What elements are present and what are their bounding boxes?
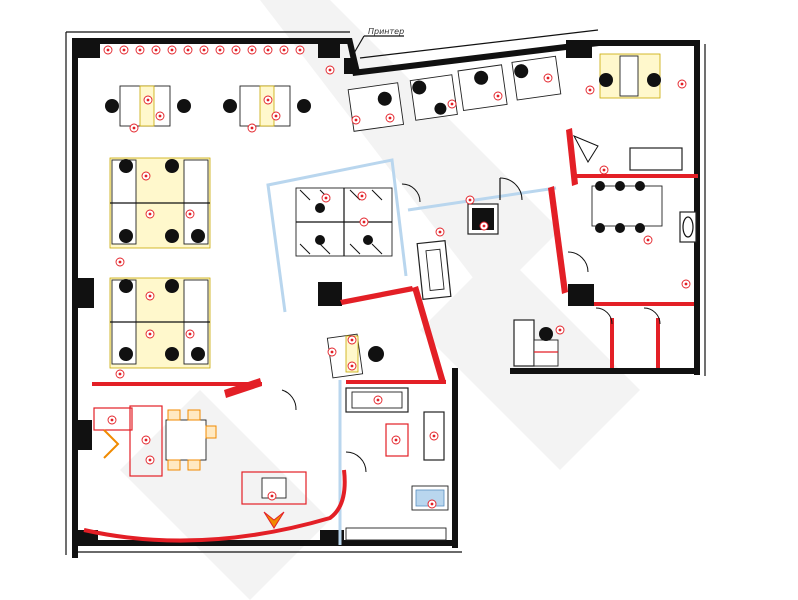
equipment-tag-dot — [148, 294, 152, 298]
equipment-tag-dot — [388, 116, 392, 120]
right-conference-room — [567, 134, 697, 325]
equipment-tag-dot — [328, 68, 332, 72]
equipment-tag-dot — [186, 48, 190, 52]
equipment-tag-dot — [122, 48, 126, 52]
equipment-tag-dot — [132, 126, 136, 130]
equipment-tag-dot — [468, 198, 472, 202]
equipment-tag-dot — [188, 212, 192, 216]
lower-right-lounge — [345, 387, 449, 541]
equipment-tag-dot — [250, 126, 254, 130]
equipment-tag-dot — [558, 328, 562, 332]
equipment-tag-dot — [432, 434, 436, 438]
equipment-tag-dot — [110, 418, 114, 422]
equipment-tag-dot — [202, 48, 206, 52]
desk-pair-right — [223, 85, 311, 127]
equipment-tag-dot — [438, 230, 442, 234]
equipment-tag-dot — [680, 82, 684, 86]
equipment-tag-dot — [350, 364, 354, 368]
workstation-cluster-a — [109, 157, 211, 249]
top-wall-tags — [103, 45, 305, 55]
equipment-tag-dot — [588, 88, 592, 92]
glass-meeting-room — [295, 183, 421, 257]
small-office — [513, 319, 559, 367]
equipment-tag-dot — [118, 260, 122, 264]
printer-label-group: Принтер — [349, 27, 404, 61]
equipment-tag-dot — [266, 98, 270, 102]
equipment-tag-dot — [250, 48, 254, 52]
equipment-tag-dot — [148, 458, 152, 462]
equipment-tag-dot — [394, 438, 398, 442]
equipment-tag-dot — [148, 212, 152, 216]
equipment-tag-dot — [234, 48, 238, 52]
equipment-tag-dot — [148, 332, 152, 336]
equipment-tag-dot — [170, 48, 174, 52]
equipment-tag-dot — [324, 196, 328, 200]
equipment-tag-dot — [360, 194, 364, 198]
reception-area — [93, 378, 262, 477]
equipment-tag-dot — [330, 350, 334, 354]
equipment-tag-dot — [146, 98, 150, 102]
equipment-tag-dot — [354, 118, 358, 122]
printer-label: Принтер — [368, 27, 404, 36]
equipment-tag-dot — [106, 48, 110, 52]
angled-desk-row — [347, 53, 661, 132]
equipment-tag-dot — [496, 94, 500, 98]
equipment-tag-dot — [144, 174, 148, 178]
equipment-tag-dot — [218, 48, 222, 52]
center-lounge — [416, 177, 523, 300]
equipment-tag-dot — [430, 502, 434, 506]
equipment-tag-dot — [270, 494, 274, 498]
equipment-tag-dot — [684, 282, 688, 286]
equipment-tag-dot — [274, 114, 278, 118]
equipment-tag-dot — [362, 220, 366, 224]
equipment-tag-dot — [118, 372, 122, 376]
equipment-tag-dot — [138, 48, 142, 52]
equipment-tag-dot — [602, 168, 606, 172]
equipment-tag-dot — [350, 338, 354, 342]
equipment-tag-dot — [154, 48, 158, 52]
glass-partitions — [266, 158, 557, 545]
equipment-tag-dot — [158, 114, 162, 118]
equipment-tag-dot — [450, 102, 454, 106]
workstation-cluster-b — [109, 277, 211, 369]
lower-lounge — [241, 389, 367, 529]
red-partitions — [83, 128, 698, 543]
equipment-tag-dot — [646, 238, 650, 242]
equipment-tag-dot — [546, 76, 550, 80]
equipment-tag-dot — [298, 48, 302, 52]
equipment-tag-dot — [376, 398, 380, 402]
exterior-walls — [72, 38, 700, 558]
equipment-tag-dot — [266, 48, 270, 52]
furniture-tags — [107, 65, 691, 509]
equipment-tag-dot — [144, 438, 148, 442]
desk-pair-left — [105, 85, 191, 127]
equipment-tag-dot — [482, 224, 486, 228]
outer-trim-lines — [65, 29, 706, 555]
equipment-tag-dot — [282, 48, 286, 52]
equipment-tag-dot — [188, 332, 192, 336]
